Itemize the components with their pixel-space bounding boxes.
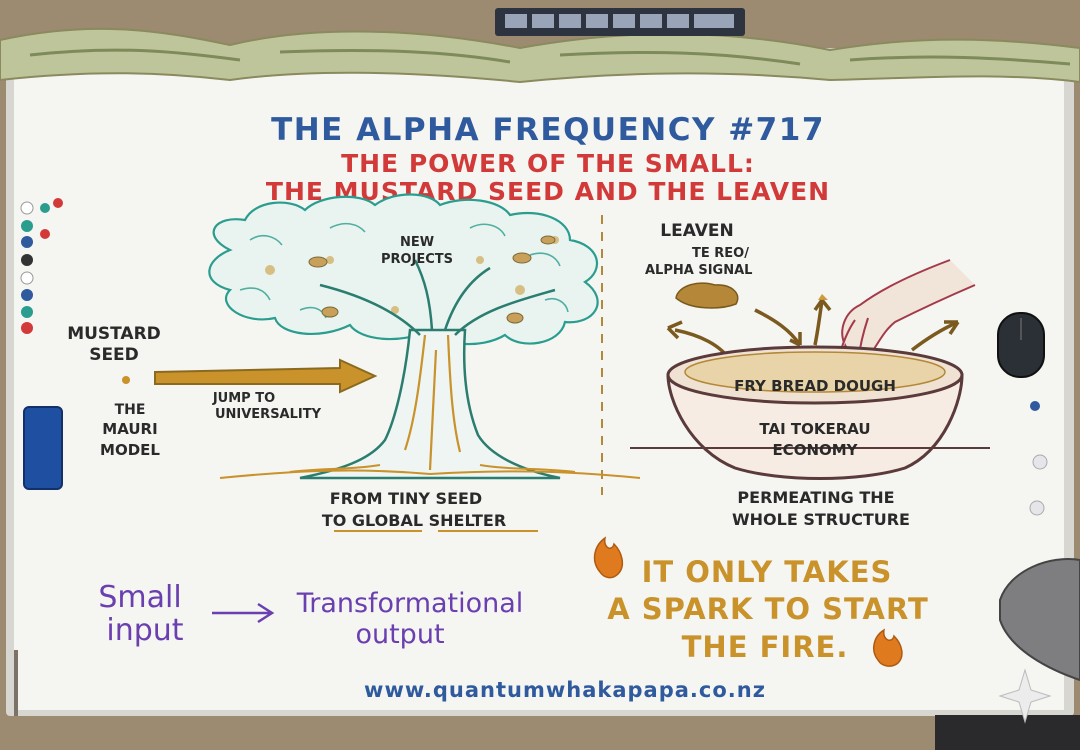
tree-trunk	[299, 328, 561, 480]
spark-line3: THE FIRE.	[682, 630, 849, 664]
dough-label: FRY BREAD DOUGH	[734, 377, 896, 395]
spark-line1: IT ONLY TAKES	[642, 555, 893, 589]
left-caption-line2: TO GLOBAL SHELTER	[322, 511, 506, 530]
tree-label-line1: NEW	[400, 235, 434, 250]
stand-object	[999, 558, 1080, 682]
seed-label-line2: SEED	[89, 345, 139, 365]
jump-arrow	[154, 358, 378, 394]
fabric-roll	[0, 27, 1080, 84]
left-caption-line1: FROM TINY SEED	[330, 489, 482, 508]
fire-icon	[872, 628, 903, 667]
output-line2: output	[355, 619, 444, 650]
bowl-label-line1: TAI TOKERAU	[759, 420, 870, 438]
arrow-label-line1: JUMP TO	[212, 391, 275, 406]
leaven-lump	[675, 282, 739, 309]
title-line2: THE POWER OF THE SMALL:	[341, 149, 755, 178]
model-label-line3: MODEL	[100, 441, 160, 459]
website-url: www.quantumwhakapapa.co.nz	[364, 678, 766, 702]
output-line1: Transformational	[296, 588, 524, 619]
signal-strip	[495, 8, 745, 36]
magnet-icon	[1029, 500, 1045, 516]
magnet-icon	[20, 198, 63, 334]
spark-line2: A SPARK TO START	[607, 592, 929, 626]
mouse-icon	[997, 312, 1045, 378]
dough	[684, 351, 946, 393]
eraser-icon	[23, 406, 63, 490]
desk-object	[935, 715, 1080, 750]
title-line1: THE ALPHA FREQUENCY #717	[271, 112, 825, 148]
model-label-line2: MAURI	[102, 420, 157, 438]
arrow-label-line2: UNIVERSALITY	[215, 407, 322, 422]
fire-icon	[593, 536, 624, 579]
seed-label-line1: MUSTARD	[67, 324, 161, 344]
leaven-sub-line2: ALPHA SIGNAL	[645, 263, 752, 278]
tree-illustration: NEW PROJECTS	[208, 193, 641, 480]
bird-icon	[308, 235, 556, 324]
mustard-seed	[122, 376, 130, 384]
rising-arrows	[666, 298, 960, 362]
leaven-sub-line1: TE REO/	[692, 246, 749, 261]
tree-label-line2: PROJECTS	[381, 252, 453, 267]
leaven-title: LEAVEN	[660, 221, 733, 241]
magnet-icon	[1032, 454, 1048, 470]
right-caption-line1: PERMEATING THE	[737, 488, 894, 507]
sparkle-icon	[998, 668, 1052, 724]
bowl	[630, 345, 990, 480]
magnet-icon	[1030, 401, 1040, 411]
small-input-line2: input	[106, 613, 183, 648]
right-caption-line2: WHOLE STRUCTURE	[732, 510, 910, 529]
model-label-line1: THE	[115, 402, 146, 418]
small-input-line1: Small	[98, 580, 181, 615]
bowl-label-line2: ECONOMY	[772, 441, 858, 459]
board-edge	[14, 650, 18, 716]
transform-arrow	[212, 602, 275, 624]
